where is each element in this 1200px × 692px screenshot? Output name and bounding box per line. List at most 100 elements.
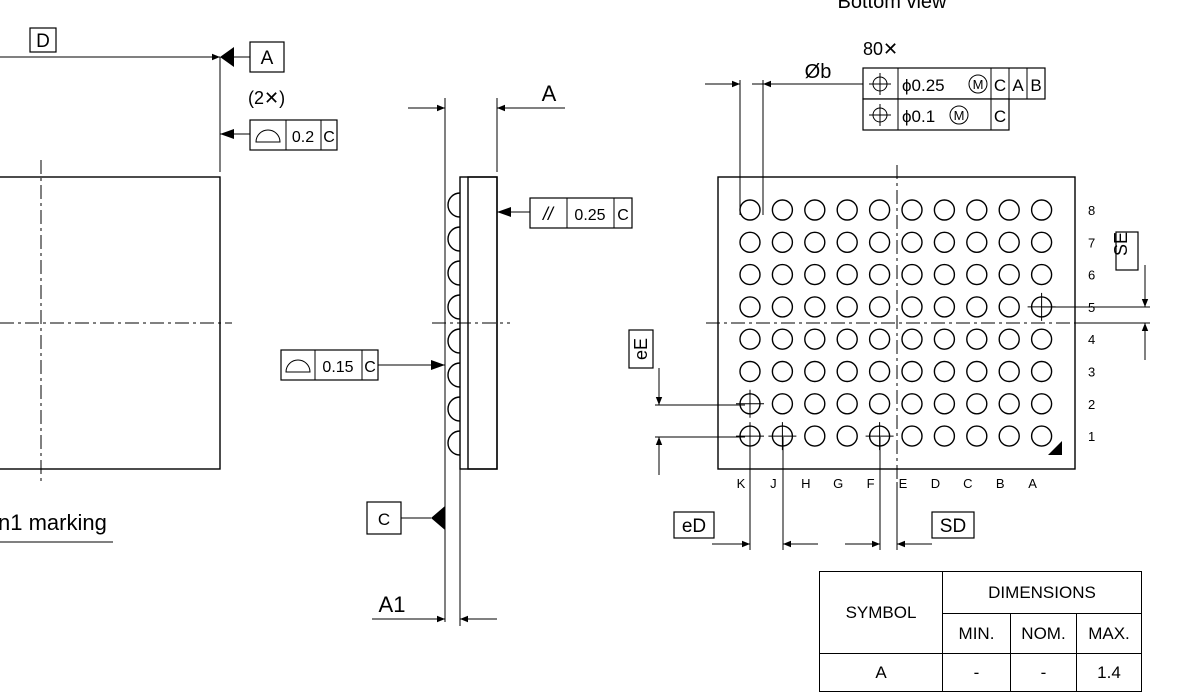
nom-header: NOM. bbox=[1010, 613, 1077, 654]
dim-ed-frame bbox=[673, 511, 715, 539]
solder-ball-A7 bbox=[1030, 231, 1053, 254]
dimensions-table: SYMBOL DIMENSIONS MIN. NOM. MAX. A - - 1… bbox=[819, 571, 1142, 692]
parallel-frame bbox=[529, 197, 633, 229]
dim-sd-frame bbox=[931, 511, 975, 539]
position-tolerance-frame: ϕ0.25 M C A B ϕ0.1 M C bbox=[862, 67, 1046, 131]
position-datum-2: A bbox=[1012, 76, 1024, 95]
dim-ee-frame bbox=[628, 329, 654, 369]
ball-grid bbox=[739, 199, 1053, 447]
pin1-corner-mark bbox=[1048, 441, 1062, 455]
solder-ball-B3 bbox=[998, 360, 1020, 383]
row-symbol: A bbox=[819, 653, 943, 692]
col-label-E: E bbox=[899, 476, 908, 491]
solder-ball-G5 bbox=[836, 296, 858, 318]
dim-ee-label: eE bbox=[631, 338, 651, 360]
position-datum-3: B bbox=[1030, 76, 1041, 95]
solder-ball-F2 bbox=[868, 393, 891, 415]
solder-ball-E4 bbox=[901, 328, 923, 350]
solder-ball-B2 bbox=[998, 393, 1020, 415]
solder-ball-H1 bbox=[804, 425, 826, 447]
row-label-4: 4 bbox=[1088, 332, 1095, 347]
position-datum-1: C bbox=[994, 76, 1006, 95]
mmc-icon-1 bbox=[968, 74, 988, 94]
profile-arrowhead bbox=[220, 129, 234, 139]
solder-ball-C8 bbox=[966, 199, 988, 221]
solder-ball-A3 bbox=[1030, 360, 1053, 383]
col-label-C: C bbox=[963, 476, 972, 491]
solder-ball-E1 bbox=[901, 425, 923, 447]
row-nom: - bbox=[1010, 653, 1077, 692]
solder-ball-F5 bbox=[868, 296, 891, 318]
min-header: MIN. bbox=[942, 613, 1011, 654]
parallel-tolerance: 0.25 bbox=[574, 207, 605, 224]
solder-ball-F7 bbox=[868, 231, 891, 254]
dim-sd-label: SD bbox=[940, 516, 966, 537]
solder-ball-C2 bbox=[966, 393, 988, 415]
solder-ball-J3 bbox=[771, 360, 794, 383]
solder-ball-E6 bbox=[901, 263, 923, 286]
solder-ball-G8 bbox=[836, 199, 858, 221]
datum-a-triangle bbox=[220, 47, 234, 67]
datum-c-label: C bbox=[378, 510, 390, 529]
solder-ball-C3 bbox=[966, 360, 988, 383]
col-label-F: F bbox=[867, 476, 875, 491]
col-label-H: H bbox=[801, 476, 810, 491]
ball-count-label: 80✕ bbox=[863, 39, 898, 59]
solder-ball-G4 bbox=[836, 328, 858, 350]
package-drawing: D A (2✕) 0.2 C n1 marking A bbox=[0, 0, 1150, 626]
datum-c-triangle bbox=[431, 506, 445, 530]
solder-ball-D4 bbox=[933, 328, 956, 350]
col-label-G: G bbox=[833, 476, 843, 491]
solder-ball-C4 bbox=[966, 328, 988, 350]
solder-ball-H5 bbox=[804, 296, 826, 318]
solder-ball-C5 bbox=[966, 296, 988, 318]
solder-ball-D3 bbox=[933, 360, 956, 383]
datum-d-frame bbox=[29, 27, 57, 53]
datum-a-frame bbox=[249, 41, 285, 73]
col-label-B: B bbox=[996, 476, 1005, 491]
solder-ball-E2 bbox=[901, 393, 923, 415]
top-view: D A (2✕) 0.2 C n1 marking bbox=[0, 27, 338, 543]
solder-ball-G1 bbox=[836, 425, 858, 447]
solder-ball-D2 bbox=[933, 393, 956, 415]
position-tolerance-1: ϕ0.25 bbox=[902, 76, 945, 95]
datum-c-frame bbox=[366, 501, 402, 535]
row-label-3: 3 bbox=[1088, 365, 1095, 380]
dimensions-header: DIMENSIONS bbox=[942, 571, 1142, 614]
position-tolerance-2: ϕ0.1 bbox=[902, 107, 935, 126]
profile-surface-icon-side bbox=[285, 359, 311, 373]
solder-ball-H2 bbox=[804, 393, 826, 415]
row-min: - bbox=[942, 653, 1011, 692]
svg-text:M: M bbox=[954, 108, 965, 123]
solder-ball-J7 bbox=[771, 231, 794, 254]
solder-ball-J2 bbox=[771, 393, 794, 415]
dim-se-label: SE bbox=[1111, 232, 1131, 256]
solder-ball-H7 bbox=[804, 231, 826, 254]
row-label-6: 6 bbox=[1088, 268, 1095, 283]
solder-ball-A8 bbox=[1030, 199, 1053, 221]
table-row: A - - 1.4 bbox=[819, 653, 1142, 692]
profile-tolerance: 0.2 bbox=[292, 129, 314, 146]
solder-ball-D5 bbox=[933, 296, 956, 318]
profile-surface-icon bbox=[255, 129, 281, 143]
datum-a-label: A bbox=[261, 48, 274, 69]
solder-ball-B1 bbox=[998, 425, 1020, 447]
row-max: 1.4 bbox=[1076, 653, 1142, 692]
row-label-2: 2 bbox=[1088, 397, 1095, 412]
solder-ball-C1 bbox=[966, 425, 988, 447]
solder-ball-E7 bbox=[901, 231, 923, 254]
solder-ball-B7 bbox=[998, 231, 1020, 254]
solder-ball-H6 bbox=[804, 263, 826, 286]
dim-a-label: A bbox=[542, 81, 557, 106]
svg-text:M: M bbox=[973, 77, 984, 92]
max-header: MAX. bbox=[1076, 613, 1142, 654]
profile-tolerance-side: 0.15 bbox=[322, 359, 353, 376]
ball-reference-crosses bbox=[736, 292, 1056, 451]
solder-ball-F4 bbox=[868, 328, 891, 350]
profile-frame bbox=[249, 119, 338, 151]
dim-a1-label: A1 bbox=[379, 592, 406, 617]
solder-ball-K3 bbox=[739, 360, 761, 383]
solder-ball-E3 bbox=[901, 360, 923, 383]
